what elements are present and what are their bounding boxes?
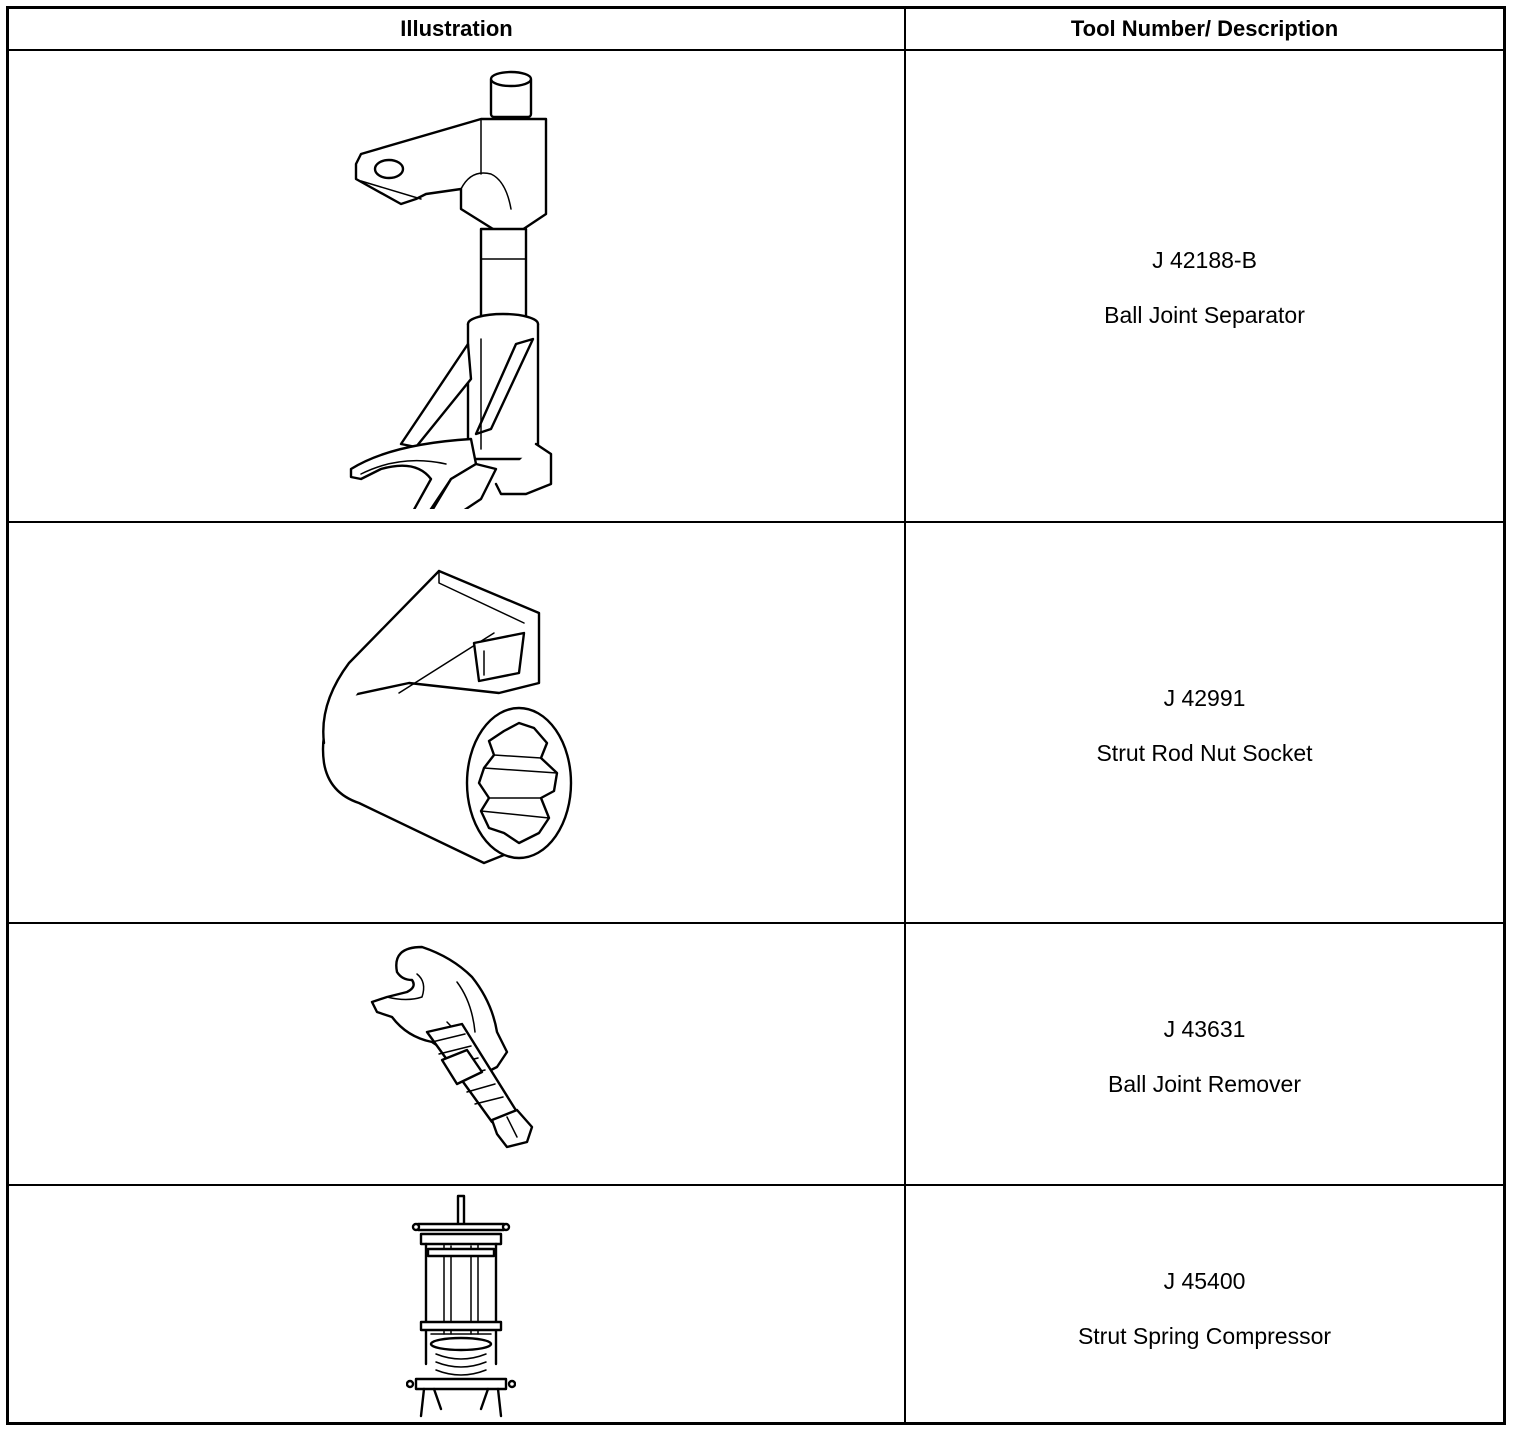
- table-row: J 42991 Strut Rod Nut Socket: [9, 523, 1503, 924]
- table-row: J 45400 Strut Spring Compressor: [9, 1186, 1503, 1422]
- tool-description: Strut Rod Nut Socket: [1096, 740, 1313, 766]
- table-header-row: Illustration Tool Number/ Description: [9, 9, 1503, 51]
- ball-joint-separator-icon: [349, 70, 553, 509]
- illustration-cell: [9, 51, 906, 521]
- description-cell: J 42188-B Ball Joint Separator: [906, 51, 1503, 521]
- table-row: J 42188-B Ball Joint Separator: [9, 51, 1503, 523]
- header-cell-illustration: Illustration: [9, 9, 906, 49]
- table-row: J 43631 Ball Joint Remover: [9, 924, 1503, 1186]
- strut-rod-nut-socket-icon: [321, 569, 573, 865]
- tool-description: Ball Joint Separator: [1104, 302, 1305, 328]
- illustration-cell: [9, 924, 906, 1184]
- description-cell: J 45400 Strut Spring Compressor: [906, 1186, 1503, 1422]
- header-cell-description: Tool Number/ Description: [906, 9, 1503, 49]
- tool-number: J 43631: [1163, 1016, 1246, 1042]
- ball-joint-remover-icon: [370, 945, 534, 1149]
- tool-table: Illustration Tool Number/ Description: [6, 6, 1506, 1425]
- illustration-cell: [9, 523, 906, 922]
- tool-number: J 45400: [1163, 1268, 1246, 1294]
- illustration-cell: [9, 1186, 906, 1422]
- header-description-label: Tool Number/ Description: [1070, 16, 1339, 41]
- tool-number: J 42188-B: [1152, 247, 1257, 273]
- tool-description: Ball Joint Remover: [1107, 1071, 1302, 1097]
- tool-number: J 42991: [1163, 685, 1246, 711]
- description-cell: J 43631 Ball Joint Remover: [906, 924, 1503, 1184]
- description-cell: J 42991 Strut Rod Nut Socket: [906, 523, 1503, 922]
- header-illustration-label: Illustration: [400, 16, 513, 41]
- tool-description: Strut Spring Compressor: [1077, 1323, 1332, 1349]
- strut-spring-compressor-icon: [406, 1194, 516, 1418]
